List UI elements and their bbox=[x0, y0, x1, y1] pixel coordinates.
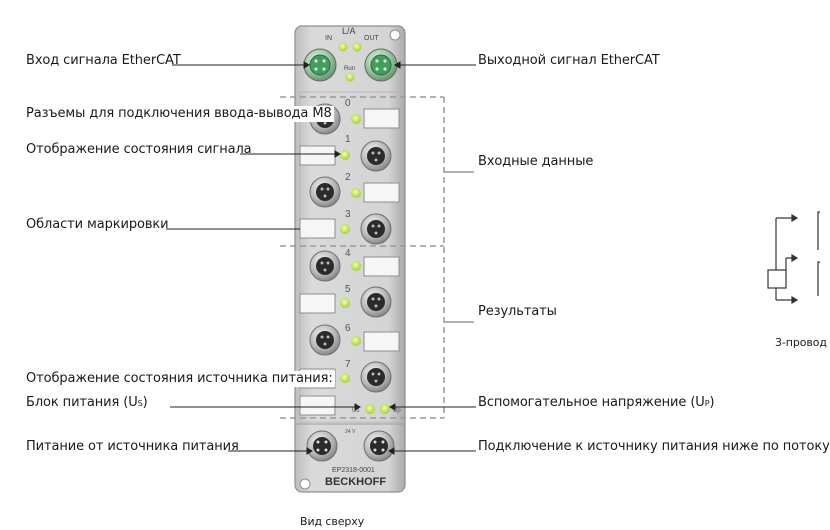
label-ethercat-in: Вход сигнала EtherCAT bbox=[26, 53, 181, 68]
label-power-us: Блок питания (US) bbox=[26, 395, 148, 412]
power-marking-area bbox=[299, 395, 336, 416]
label-signal-status: Отображение состояния сигнала bbox=[26, 142, 252, 157]
run-led bbox=[345, 72, 355, 82]
channel-7-led bbox=[340, 373, 350, 383]
label-marking-areas: Области маркировки bbox=[26, 217, 169, 232]
device-label-in: IN bbox=[325, 35, 332, 42]
power-in-port bbox=[306, 430, 338, 462]
link-act-out-led bbox=[352, 42, 362, 52]
device-label-power: 24 V bbox=[345, 429, 356, 435]
channel-5-led bbox=[340, 298, 350, 308]
channel-0-led bbox=[351, 114, 361, 124]
channel-3-number: 3 bbox=[345, 209, 351, 220]
link-act-in-led bbox=[338, 42, 348, 52]
channel-0-marking-area bbox=[363, 108, 400, 129]
label-power-us-prefix: Блок питания (U bbox=[26, 395, 138, 410]
channel-3-marking-area bbox=[299, 218, 336, 239]
channel-1-marking-area bbox=[299, 145, 336, 166]
channel-6-marking-area bbox=[363, 331, 400, 352]
channel-3 bbox=[299, 213, 392, 245]
power-out-port bbox=[363, 430, 395, 462]
channel-4 bbox=[309, 250, 400, 282]
device-label-out: OUT bbox=[364, 35, 380, 42]
label-aux-voltage-prefix: Вспомогательное напряжение (U bbox=[478, 395, 705, 410]
label-aux-voltage-suffix: ) bbox=[709, 395, 715, 410]
channel-1-number: 1 bbox=[345, 134, 351, 145]
channel-4-number: 4 bbox=[345, 248, 351, 259]
channel-3-led bbox=[340, 224, 350, 234]
us-led bbox=[365, 404, 375, 414]
label-three-wire: 3-провод bbox=[775, 336, 827, 349]
channel-1-led bbox=[340, 150, 350, 160]
label-ethercat-out: Выходной сигнал EtherCAT bbox=[478, 53, 660, 68]
channel-5-marking-area bbox=[299, 293, 336, 314]
device-model: EP2318-0001 bbox=[332, 467, 375, 474]
device-label-up: Up bbox=[393, 408, 401, 414]
channel-0-number: 0 bbox=[345, 98, 351, 109]
label-power-us-sub: S bbox=[137, 399, 143, 408]
device-brand: BECKHOFF bbox=[325, 476, 386, 488]
label-aux-voltage-sub: P bbox=[704, 399, 710, 408]
callout-lines bbox=[166, 61, 476, 455]
label-outputs: Результаты bbox=[478, 304, 557, 319]
io-group-brackets bbox=[280, 96, 445, 419]
channel-7-number: 7 bbox=[345, 359, 351, 370]
channel-2 bbox=[309, 176, 400, 208]
up-led bbox=[380, 404, 390, 414]
channel-5-number: 5 bbox=[345, 284, 351, 295]
channel-2-led bbox=[351, 188, 361, 198]
channel-6 bbox=[309, 324, 400, 356]
label-power-supply-in: Питание от источника питания bbox=[26, 439, 239, 454]
ethercat-out-port bbox=[364, 48, 398, 82]
device-label-la: L/A bbox=[342, 26, 356, 36]
channel-1 bbox=[299, 140, 392, 172]
label-m8-connectors: Разъемы для подключения ввода-вывода M8 bbox=[24, 106, 334, 122]
channel-4-marking-area bbox=[363, 256, 400, 277]
ethercat-in-port bbox=[303, 48, 337, 82]
channel-6-led bbox=[351, 336, 361, 346]
label-aux-voltage: Вспомогательное напряжение (UP) bbox=[478, 395, 715, 412]
channel-2-number: 2 bbox=[345, 172, 351, 183]
label-top-view: Вид сверху bbox=[300, 515, 365, 528]
label-power-status: Отображение состояния источника питания: bbox=[24, 371, 335, 387]
channel-5 bbox=[299, 286, 392, 318]
device-label-us: Us bbox=[352, 408, 359, 414]
label-inputs: Входные данные bbox=[478, 154, 594, 169]
channel-6-number: 6 bbox=[345, 323, 351, 334]
device-label-run: Run bbox=[344, 66, 355, 72]
channel-2-marking-area bbox=[363, 182, 400, 203]
label-power-downstream: Подключение к источнику питания ниже по … bbox=[478, 439, 830, 454]
three-wire-schematic bbox=[767, 211, 820, 305]
label-power-us-suffix: ) bbox=[142, 395, 148, 410]
channel-4-led bbox=[351, 261, 361, 271]
